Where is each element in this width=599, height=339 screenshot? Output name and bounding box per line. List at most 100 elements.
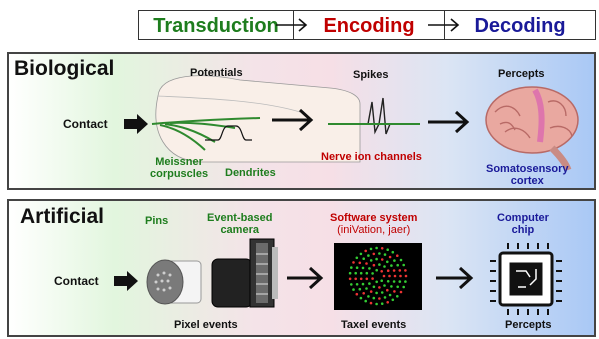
taxel-dot	[365, 277, 369, 281]
taxel-dot	[364, 299, 368, 303]
taxel-dot	[355, 266, 359, 269]
potential-trace-icon	[205, 125, 252, 141]
taxel-dot	[368, 267, 371, 270]
contact-arrow-icon	[124, 114, 148, 134]
taxel-dot	[375, 246, 378, 250]
taxel-dot	[375, 291, 378, 295]
taxel-dot	[369, 290, 373, 293]
taxel-dot	[371, 277, 374, 280]
event-camera-label: Event-based camera	[207, 212, 273, 236]
taxel-dot	[352, 288, 355, 291]
dendrites-label: Dendrites	[225, 167, 276, 179]
taxel-dot	[383, 253, 387, 256]
bio-percepts-label: Percepts	[498, 68, 545, 80]
taxel-dot	[354, 271, 358, 275]
taxel-dot	[396, 295, 399, 298]
taxel-dot	[380, 247, 384, 250]
taxel-dot	[386, 280, 390, 283]
artificial-panel	[7, 199, 596, 337]
taxel-dot	[372, 252, 376, 256]
biological-drawing	[124, 75, 579, 172]
taxel-dot	[378, 297, 381, 300]
taxel-events-label: Taxel events	[341, 319, 407, 331]
nerve-channels-label: Nerve ion channels	[321, 151, 422, 163]
taxel-dot	[369, 301, 373, 305]
taxel-dot	[383, 284, 386, 287]
taxel-dot	[380, 279, 384, 282]
taxel-dot	[359, 296, 363, 300]
taxel-display-icon	[334, 243, 422, 310]
taxel-dot	[348, 277, 352, 281]
taxel-dot	[404, 269, 407, 272]
arrow-icon	[276, 18, 308, 32]
taxel-dot	[398, 269, 402, 272]
taxel-dot	[365, 262, 368, 265]
taxel-dot	[382, 274, 386, 278]
taxel-dot	[388, 274, 391, 278]
taxel-dot	[399, 290, 403, 294]
taxel-dot	[348, 271, 352, 275]
taxel-dot	[391, 250, 395, 254]
taxel-dot	[396, 254, 399, 257]
taxel-dot	[396, 263, 400, 267]
taxel-dot	[404, 280, 407, 283]
arrow-icon	[287, 266, 324, 290]
taxel-dot	[367, 295, 370, 298]
taxel-dot	[383, 296, 387, 299]
taxel-dot	[372, 285, 376, 289]
cortex-label: Somatosensory cortex	[486, 163, 569, 187]
taxel-dot	[383, 265, 386, 268]
taxel-dot	[380, 270, 384, 273]
taxel-dot	[399, 258, 403, 262]
taxel-dot	[388, 255, 392, 259]
taxel-dot	[365, 287, 368, 290]
taxel-dot	[358, 287, 362, 291]
taxel-dot	[352, 261, 355, 264]
taxel-dot	[372, 263, 376, 267]
taxel-dot	[380, 291, 384, 294]
artificial-title: Artificial	[20, 205, 105, 228]
taxel-dot	[402, 285, 406, 289]
taxel-dot	[355, 283, 359, 286]
taxel-dot	[361, 282, 365, 286]
taxel-dot	[350, 283, 353, 286]
pixel-events-label: Pixel events	[174, 319, 238, 331]
taxel-dot	[354, 277, 358, 281]
taxel-dot	[393, 290, 396, 293]
taxel-dot	[362, 292, 366, 295]
dendrites-icon	[151, 117, 261, 151]
pipeline-arrows	[276, 18, 460, 32]
taxel-dot	[364, 249, 368, 253]
taxel-dot	[355, 256, 359, 260]
brain-icon	[485, 86, 579, 172]
taxel-dot	[399, 274, 402, 278]
taxel-dot	[392, 269, 396, 272]
taxel-dot	[368, 282, 371, 285]
taxel-dot	[358, 261, 362, 265]
taxel-dot	[390, 264, 393, 267]
meissner-label: Meissner corpuscles	[150, 156, 209, 180]
spikes-label: Spikes	[353, 69, 389, 81]
taxel-dot	[375, 302, 378, 306]
event-camera-icon	[211, 238, 278, 308]
taxel-dot	[393, 274, 397, 278]
taxel-dot	[372, 296, 376, 300]
taxel-dot	[375, 280, 379, 284]
decoding-stage: Decoding	[444, 10, 596, 40]
transduction-stage: Transduction	[138, 10, 294, 40]
arrow-icon	[436, 266, 474, 290]
taxel-dot	[359, 252, 363, 256]
encoding-stage: Encoding	[293, 10, 445, 40]
taxel-dot	[378, 252, 381, 255]
art-percepts-label: Percepts	[505, 319, 552, 331]
taxel-dot	[355, 292, 359, 296]
taxel-dot	[375, 268, 379, 272]
contact-arrow-icon	[114, 271, 138, 291]
taxel-dot	[386, 260, 389, 264]
pins-label: Pins	[145, 215, 169, 227]
taxel-dot	[369, 259, 373, 262]
taxel-dot	[380, 302, 384, 305]
taxel-dot	[375, 257, 378, 261]
software-system-label: Software system (iniVation, jaer)	[330, 212, 418, 236]
taxel-dot	[371, 272, 374, 275]
